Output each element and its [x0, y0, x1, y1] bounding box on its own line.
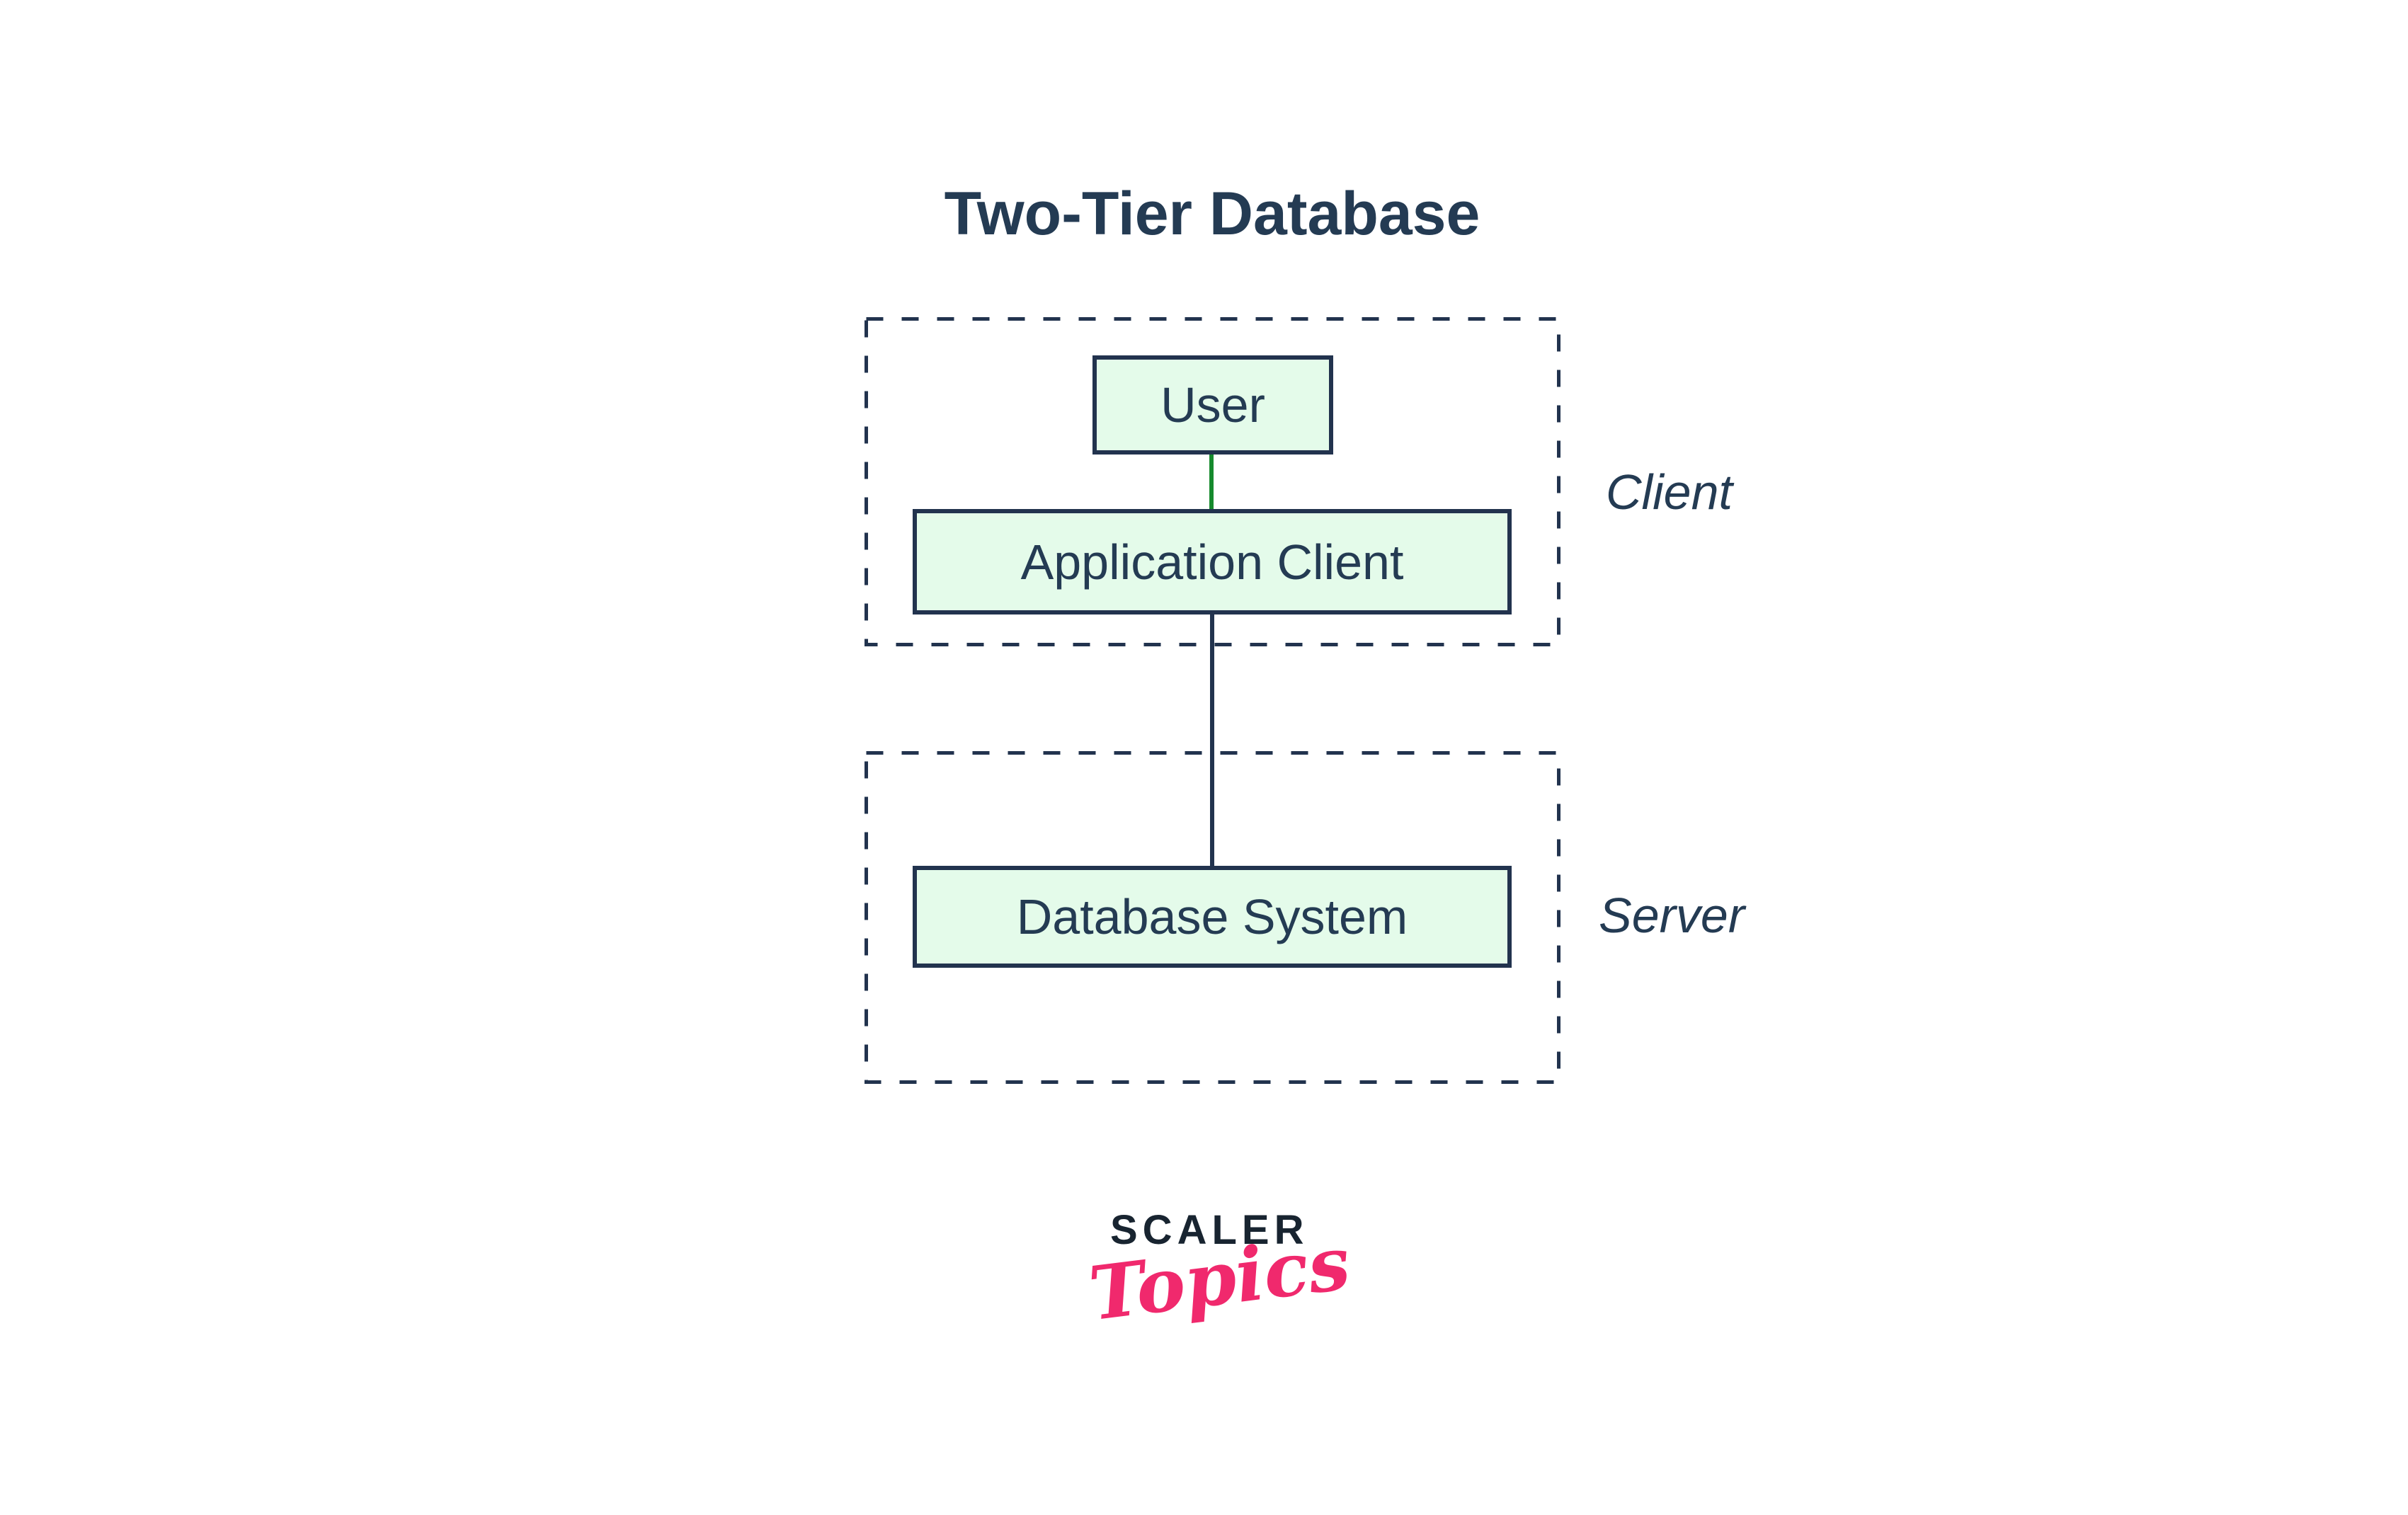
database-system-node-label: Database System: [1016, 889, 1408, 944]
user-node-label: User: [1160, 377, 1265, 433]
application-to-database-connector: [1210, 613, 1214, 868]
server-tier-label: Server: [1599, 888, 1745, 943]
database-system-node: Database System: [913, 866, 1512, 968]
application-client-node-label: Application Client: [1020, 534, 1404, 590]
user-to-application-connector: [1209, 453, 1214, 511]
client-tier-label: Client: [1606, 464, 1733, 520]
server-tier-dashed-box: [865, 751, 1560, 1084]
client-tier-dashed-border: [865, 317, 1560, 646]
scaler-wordmark: SCALER: [1110, 1207, 1309, 1253]
scaler-topics-logo: SCALER Topics: [1085, 1204, 1354, 1409]
application-client-node: Application Client: [913, 509, 1512, 614]
user-node: User: [1092, 355, 1333, 455]
client-tier-dashed-box: [865, 317, 1560, 646]
server-tier-dashed-border: [865, 751, 1560, 1084]
diagram-title: Two-Tier Database: [944, 180, 1480, 248]
